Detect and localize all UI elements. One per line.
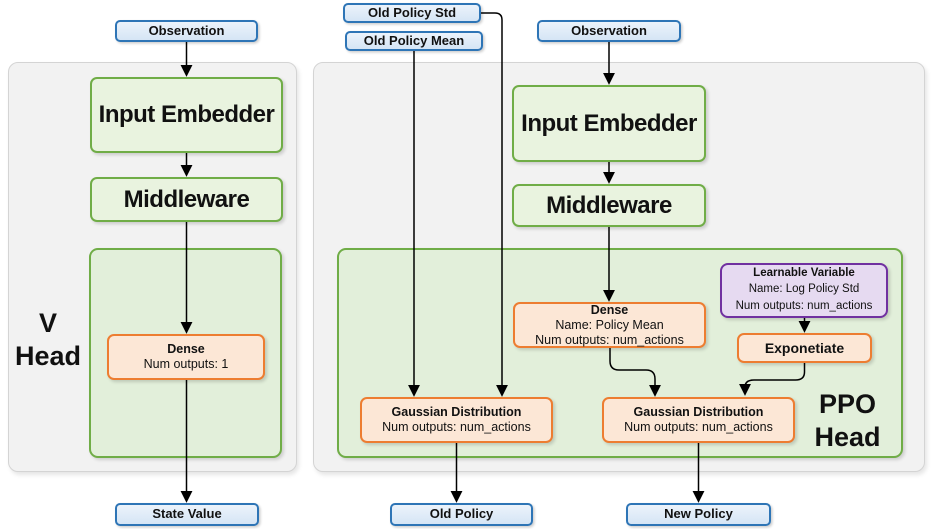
v-head-label: V Head [10,307,86,373]
node-learnable-variable: Learnable Variable Name: Log Policy Std … [720,263,888,318]
node-detail: Num outputs: num_actions [735,300,873,312]
node-label: Exponetiate [764,339,845,356]
node-label: Middleware [546,191,672,219]
node-title: Gaussian Distribution [633,405,764,419]
edge-old-policy-std-to-gaussian [481,12,508,397]
node-title: Gaussian Distribution [391,405,522,419]
node-detail: Num outputs: num_actions [535,332,684,347]
node-label: State Value [152,506,222,522]
node-label: Input Embedder [98,101,275,129]
v-head-label-line2: Head [14,341,82,371]
edge-dense-to-gaussian-right [609,348,661,397]
node-detail: Num outputs: num_actions [624,420,773,434]
node-label: Observation [148,22,225,38]
node-old-policy-std: Old Policy Std [343,3,481,23]
node-label: Middleware [123,185,250,213]
node-title: Dense [590,302,629,317]
node-label: Observation [571,22,647,38]
node-detail: Name: Log Policy Std [748,283,860,295]
node-exponetiate: Exponetiate [737,333,872,363]
ppo-head-label: PPO Head [805,388,890,454]
node-old-policy: Old Policy [390,503,533,526]
node-observation-right: Observation [537,20,681,42]
node-detail: Num outputs: num_actions [382,420,531,434]
node-old-policy-mean: Old Policy Mean [345,31,483,51]
ppo-head-label-line1: PPO [818,389,877,419]
node-detail: Name: Policy Mean [555,317,664,332]
node-dense-left: Dense Num outputs: 1 [107,334,265,380]
node-middleware-left: Middleware [90,177,283,222]
v-head-label-line1: V [38,308,57,338]
node-label: Old Policy [429,506,494,522]
node-label: Old Policy Std [367,4,457,20]
node-detail: Num outputs: 1 [143,357,229,371]
node-input-embedder-left: Input Embedder [90,77,283,153]
node-input-embedder-right: Input Embedder [512,85,706,162]
ppo-head-label-line2: Head [814,422,881,452]
node-label: Old Policy Mean [363,32,465,48]
node-middleware-right: Middleware [512,184,706,227]
node-observation-left: Observation [115,20,258,42]
node-dense-right: Dense Name: Policy Mean Num outputs: num… [513,302,706,348]
node-label: Input Embedder [521,109,697,137]
node-new-policy: New Policy [626,503,771,526]
node-state-value: State Value [115,503,259,526]
node-gaussian-distribution-right: Gaussian Distribution Num outputs: num_a… [602,397,795,443]
edge-exponetiate-to-gaussian-right [739,363,806,396]
node-title: Dense [167,342,205,356]
node-label: New Policy [664,506,733,522]
node-gaussian-distribution-left: Gaussian Distribution Num outputs: num_a… [360,397,553,443]
node-title: Learnable Variable [753,267,855,279]
